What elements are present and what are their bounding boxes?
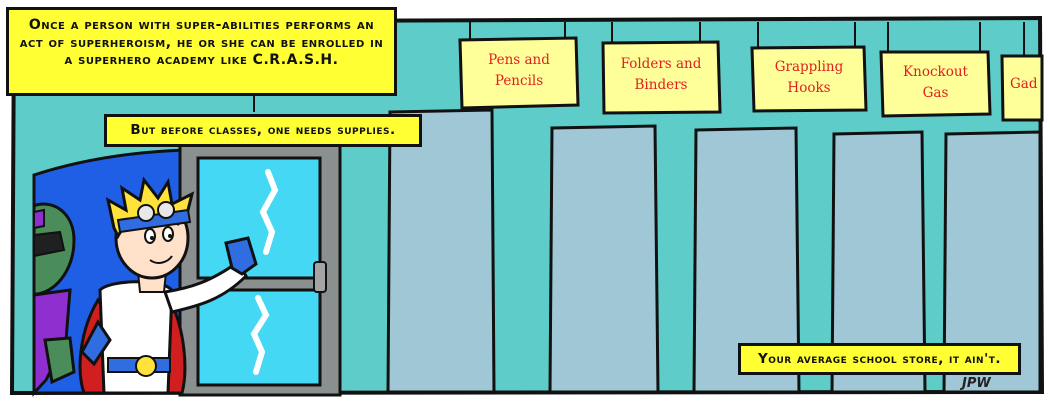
sign-label-pens-line1: Pens and — [488, 52, 550, 68]
sign-label-folders-line2: Binders — [634, 76, 688, 93]
sign-label-pens: Pens and Pencils — [462, 50, 576, 92]
store-caption-text: Your average school store, it ain't. — [758, 351, 1001, 367]
shelf-3 — [692, 126, 801, 394]
sign-gadgets — [1000, 54, 1044, 122]
intro-caption: Once a person with super-abilities perfo… — [6, 7, 397, 96]
sign-label-folders-line1: Folders and — [620, 56, 702, 72]
supplies-caption: But before classes, one needs supplies. — [104, 114, 422, 147]
sign-label-grappling: Grappling Hooks — [754, 57, 864, 99]
sign-label-grappling-line1: Grappling — [774, 59, 844, 75]
glass-door — [178, 143, 342, 397]
helmeted-character — [32, 202, 76, 397]
sign-label-knockout-line2: Gas — [922, 84, 949, 101]
store-shelves — [386, 108, 1042, 394]
sign-folders — [601, 40, 722, 115]
sign-grappling — [750, 45, 868, 113]
sign-knockout — [879, 50, 992, 118]
sign-label-gadgets-line1: Gad — [1010, 76, 1038, 92]
sign-label-pens-line2: Pencils — [494, 72, 544, 89]
shelf-1 — [386, 108, 496, 394]
artist-signature: JPW — [962, 376, 991, 391]
supplies-caption-text: But before classes, one needs supplies. — [130, 122, 396, 138]
sign-label-folders: Folders and Binders — [604, 54, 718, 96]
store-caption: Your average school store, it ain't. — [738, 343, 1021, 375]
sign-label-gadgets: Gad — [1010, 74, 1048, 95]
sign-pens — [458, 36, 580, 110]
hanging-signs — [458, 36, 1044, 122]
sign-label-knockout: Knockout Gas — [883, 62, 988, 104]
sign-label-grappling-line2: Hooks — [787, 79, 831, 96]
shelf-5 — [942, 130, 1042, 394]
shelf-4 — [830, 130, 927, 394]
hero-character — [78, 176, 258, 395]
sign-label-knockout-line1: Knockout — [903, 64, 968, 80]
intro-caption-text: Once a person with super-abilities perfo… — [19, 17, 384, 68]
sign-strings — [253, 22, 1025, 112]
shelf-2 — [548, 124, 660, 394]
